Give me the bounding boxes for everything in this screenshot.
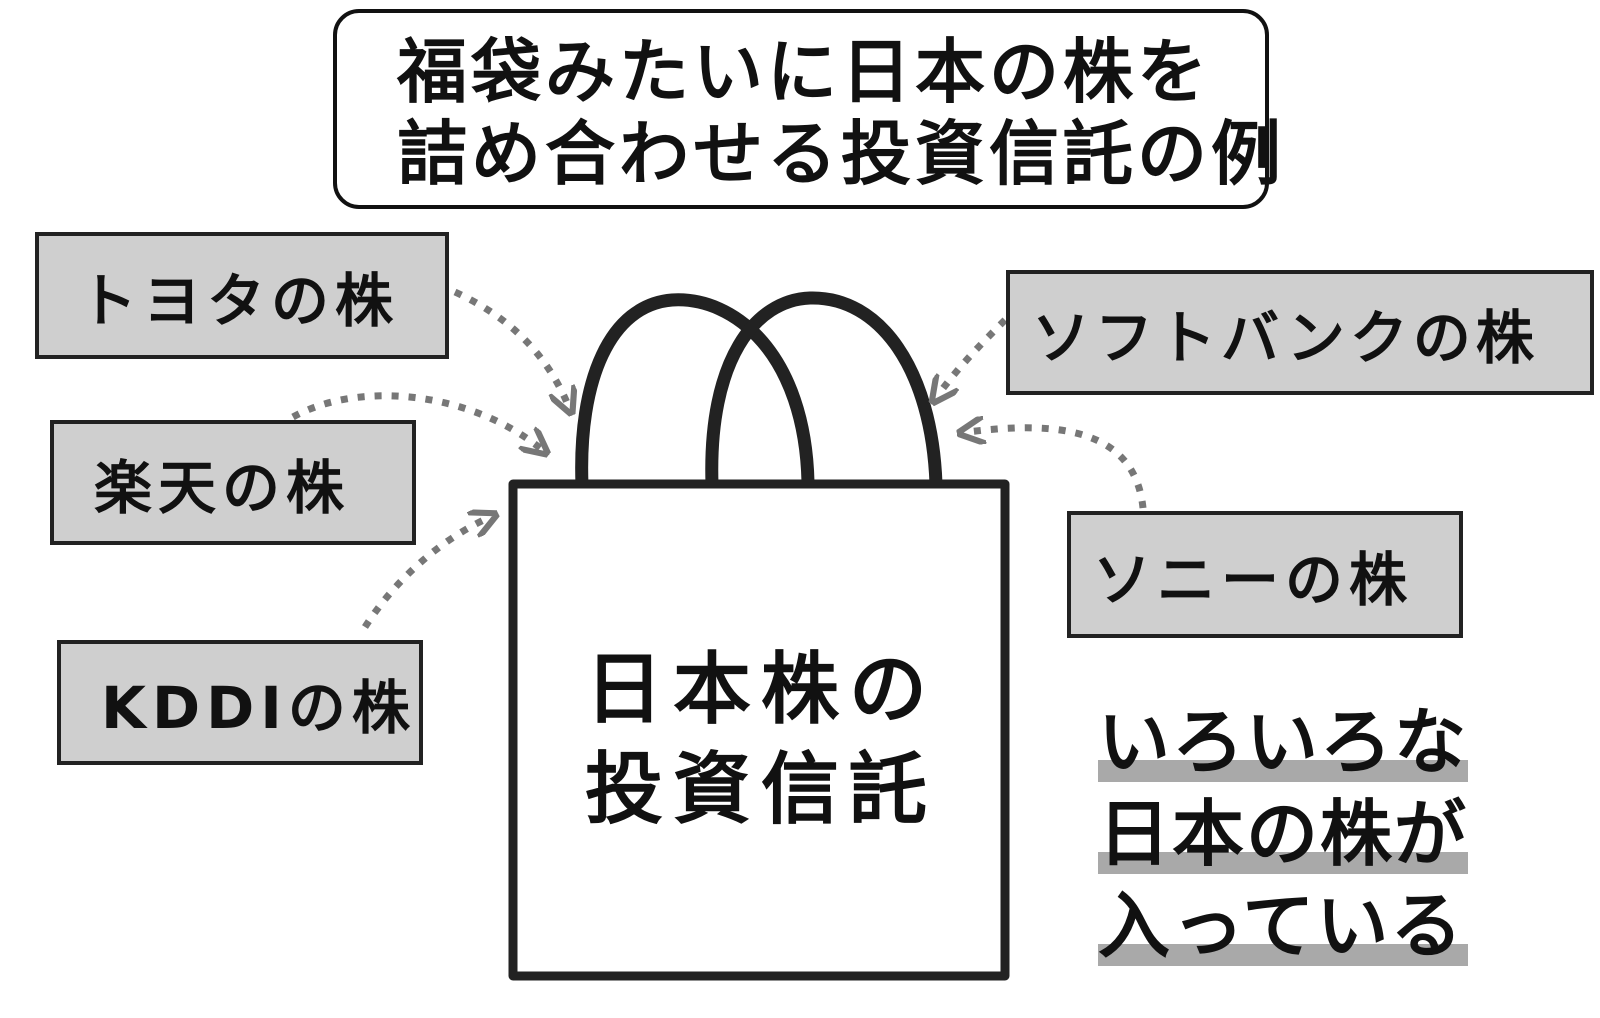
bag-body [508,479,1010,981]
bag-handle-right [705,291,943,491]
note-various-stocks: いろいろな 日本の株が 入っている [1098,696,1468,972]
note-line-2: 日本の株が [1098,792,1469,876]
note-line-3: 入っている [1098,884,1465,968]
note-line-1: いろいろな [1098,700,1469,784]
bag-label: 日本株の 投資信託 [516,640,1006,840]
arrow-kddi [362,518,488,629]
arrow-toyota [453,288,568,405]
stock-box-softbank: ソフトバンクの株 [1006,270,1594,395]
stock-box-sony: ソニーの株 [1067,511,1463,638]
bag-handle-left [575,293,815,492]
stock-box-rakuten: 楽天の株 [50,420,416,545]
note-line-3-wrapper: 入っている [1098,880,1468,972]
bag-label-line-1: 日本株の [584,645,937,735]
title-box: 福袋みたいに日本の株を 詰め合わせる投資信託の例 [333,9,1285,209]
arrow-softbank [938,317,1008,395]
title-line-1: 福袋みたいに日本の株を [397,31,1211,113]
note-line-2-wrapper: 日本の株が [1098,788,1468,880]
note-highlight-bar [1098,944,1468,966]
stock-box-toyota: トヨタの株 [35,232,449,359]
arrow-rakuten [291,392,540,448]
note-line-1-wrapper: いろいろな [1098,696,1468,788]
stock-box-kddi: KDDIの株 [57,640,423,765]
title-line-2: 詰め合わせる投資信託の例 [397,113,1285,195]
bag-label-line-2: 投資信託 [584,745,937,835]
note-highlight-bar [1098,852,1468,874]
note-highlight-bar [1098,760,1468,782]
